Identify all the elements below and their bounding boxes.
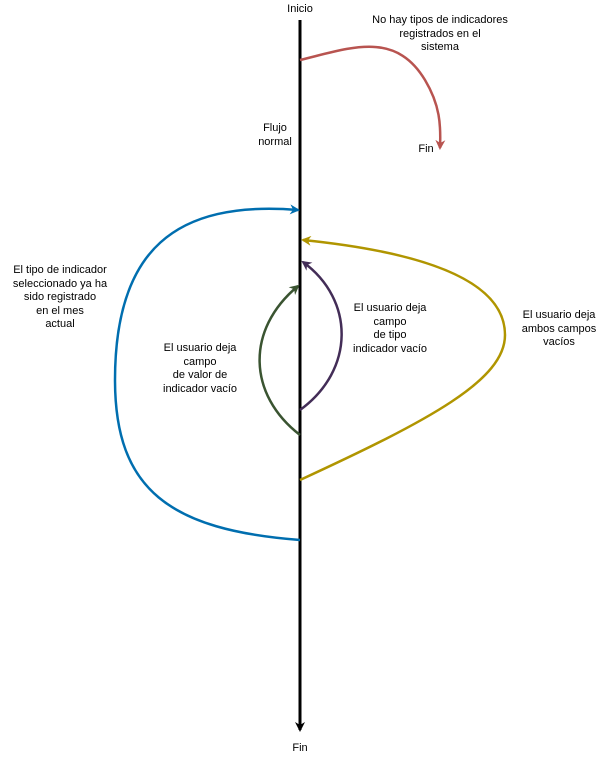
both-empty-label: El usuario deja ambos campos vacíos (521, 309, 597, 348)
end-label: Fin (292, 742, 308, 754)
start-label: Inicio (287, 3, 313, 15)
value-empty-arrow (258, 284, 301, 436)
type-empty-label: El usuario deja campo de tipo indicador … (353, 302, 427, 355)
no-types-end-label: Fin (418, 143, 434, 155)
both-empty-arrow (299, 235, 507, 482)
type-empty-arrow (299, 260, 343, 412)
already-registered-arrow (113, 204, 301, 542)
already-registered-label: El tipo de indicador seleccionado ya ha … (12, 264, 108, 330)
no-types-label: No hay tipos de indicadores registrados … (372, 14, 508, 53)
normal-flow-label: Flujo normal (258, 122, 292, 148)
value-empty-label: El usuario deja campo de valor de indica… (163, 342, 237, 395)
no-types-arrow (299, 45, 446, 150)
